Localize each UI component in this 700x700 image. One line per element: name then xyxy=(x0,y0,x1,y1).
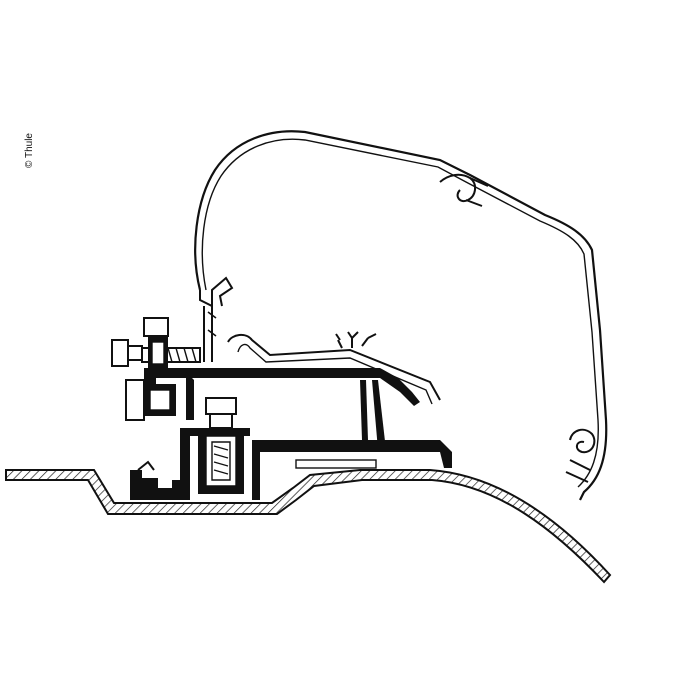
awning-bottom-rail xyxy=(227,331,441,405)
copyright-label: © Thule xyxy=(24,133,35,168)
bolt-nut-assembly xyxy=(111,317,244,494)
awning-case-profile xyxy=(194,130,608,501)
vehicle-roof-section xyxy=(5,469,612,584)
mounting-adapter-profile xyxy=(130,368,452,500)
